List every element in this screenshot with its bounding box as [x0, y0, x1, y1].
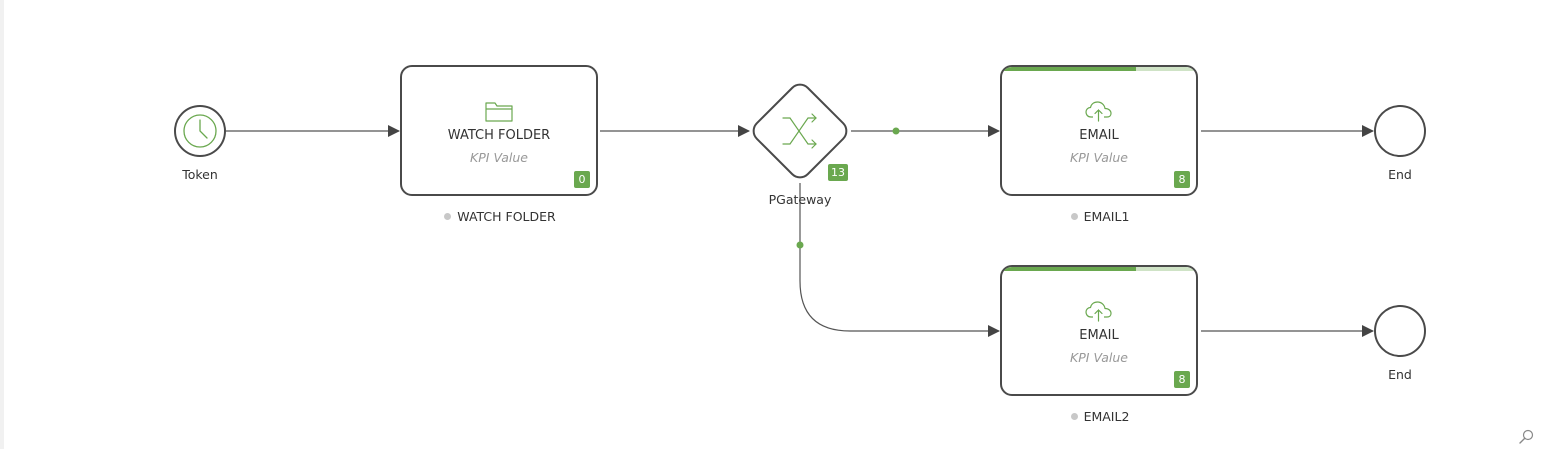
zoom-icon[interactable] [1518, 429, 1534, 449]
gateway-label: PGateway [768, 192, 832, 207]
task-count-badge: 0 [574, 171, 590, 188]
task-caption-watch-folder: WATCH FOLDER [400, 209, 600, 224]
task-progress-fill [1002, 67, 1136, 71]
status-dot [1070, 413, 1078, 420]
task-progress-bar [1002, 267, 1196, 271]
parallel-gateway[interactable] [749, 80, 851, 182]
task-progress-bar [1002, 67, 1196, 71]
gateway-count-badge: 13 [828, 164, 848, 181]
task-caption-email2: EMAIL2 [1000, 409, 1200, 424]
task-email2[interactable]: EMAIL KPI Value 8 [1000, 265, 1198, 396]
canvas-left-edge [0, 0, 4, 449]
task-title: WATCH FOLDER [447, 128, 551, 143]
task-kpi-value: KPI Value [1070, 350, 1128, 365]
end-event-2-label: End [1388, 367, 1412, 382]
task-progress-fill [1002, 267, 1136, 271]
status-dot [444, 213, 452, 220]
cloud-upload-icon [1002, 99, 1196, 123]
condition-dot-email2[interactable] [796, 241, 804, 249]
task-email1[interactable]: EMAIL KPI Value 8 [1000, 65, 1198, 196]
start-event-token[interactable] [174, 105, 226, 157]
task-kpi-value: KPI Value [1070, 150, 1128, 165]
start-event-label: Token [182, 167, 218, 182]
task-title: EMAIL [1079, 328, 1119, 343]
task-count-badge: 8 [1174, 171, 1190, 188]
task-caption-email1: EMAIL1 [1000, 209, 1200, 224]
shuffle-icon [782, 113, 817, 149]
task-kpi-value: KPI Value [470, 150, 528, 165]
flow-gateway-to-email2[interactable] [799, 183, 1000, 337]
task-caption-text: EMAIL2 [1083, 409, 1130, 424]
task-watch-folder[interactable]: WATCH FOLDER KPI Value 0 [400, 65, 598, 196]
condition-dot-email1[interactable] [892, 127, 900, 135]
end-event-1[interactable] [1374, 105, 1426, 157]
task-caption-text: EMAIL1 [1083, 209, 1130, 224]
end-event-2[interactable] [1374, 305, 1426, 357]
task-caption-text: WATCH FOLDER [457, 209, 556, 224]
task-count-badge: 8 [1174, 371, 1190, 388]
end-event-1-label: End [1388, 167, 1412, 182]
task-title: EMAIL [1079, 128, 1119, 143]
folder-icon [402, 99, 596, 123]
clock-icon [183, 114, 217, 148]
status-dot [1070, 213, 1078, 220]
cloud-upload-icon [1002, 299, 1196, 323]
